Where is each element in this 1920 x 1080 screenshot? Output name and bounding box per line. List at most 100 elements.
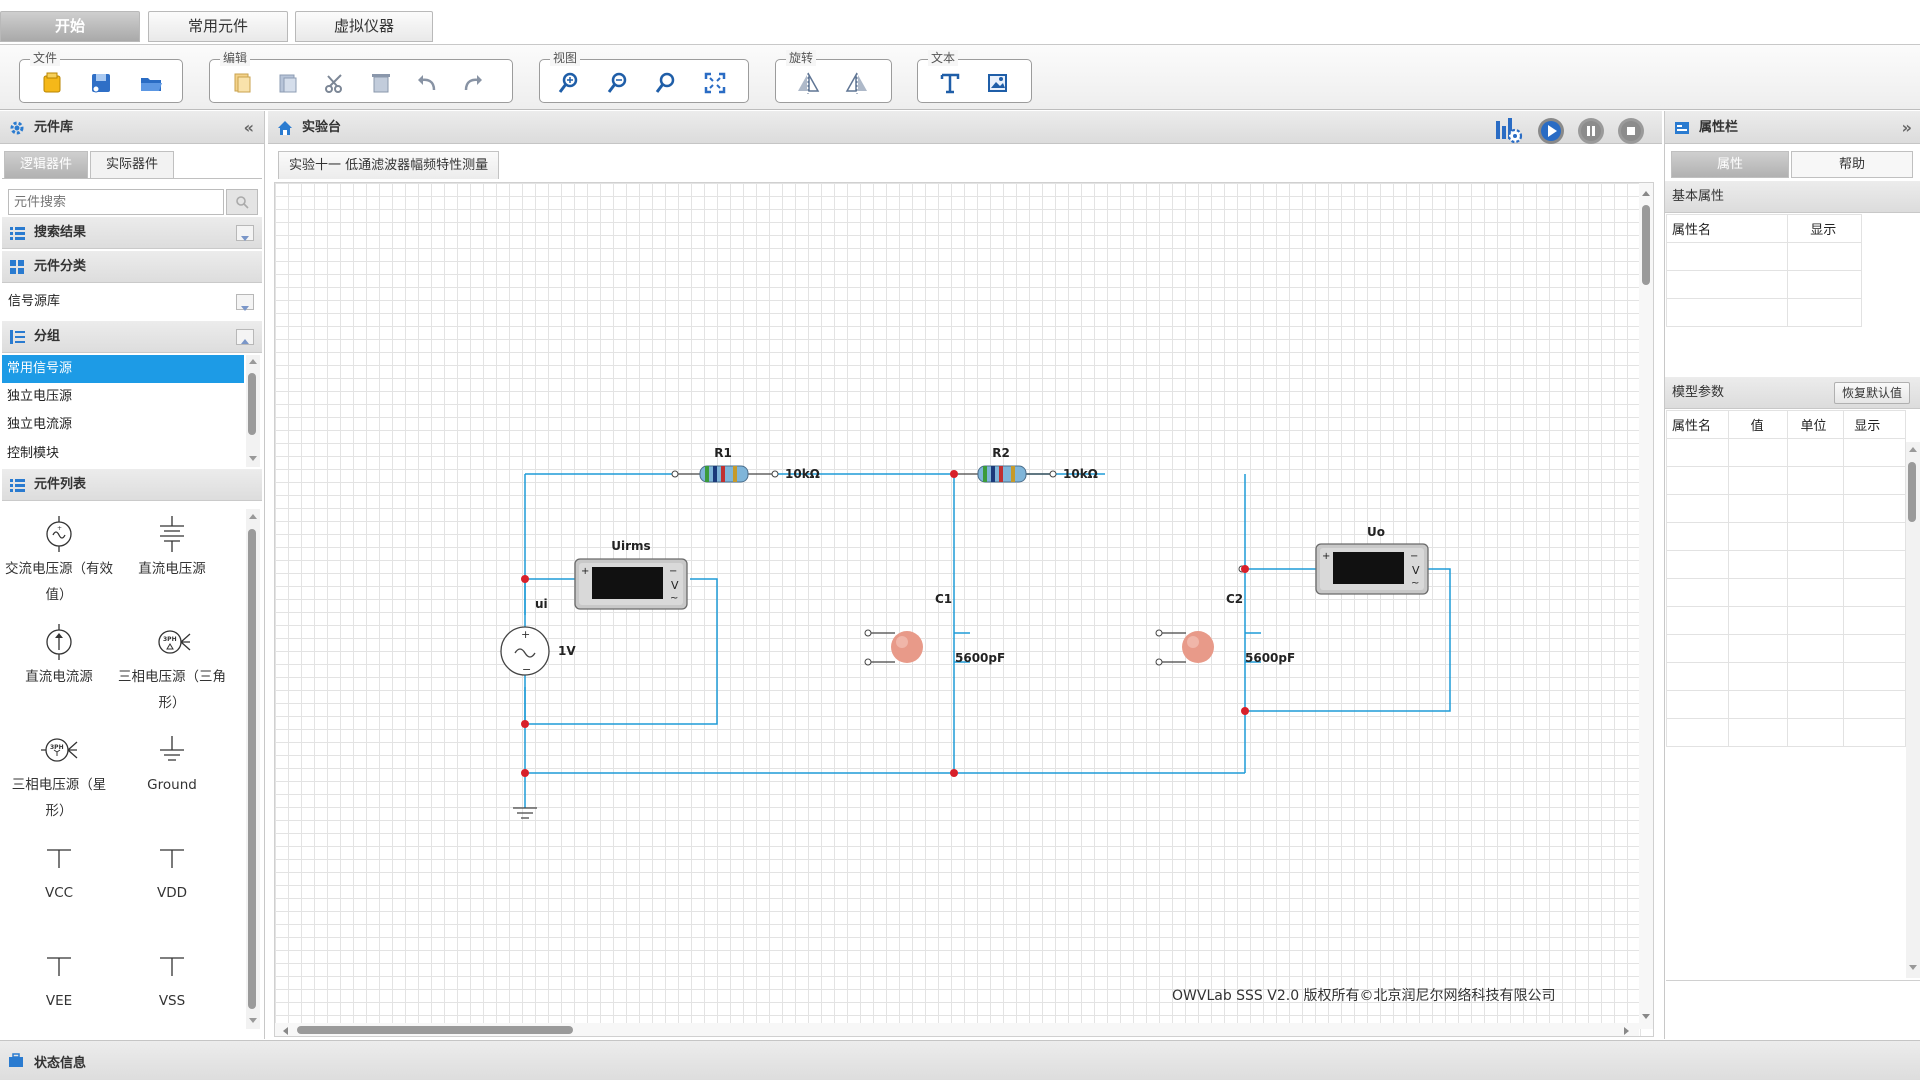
ac-source-ui: + − [500,626,550,676]
tab-real-devices[interactable]: 实际器件 [90,151,174,178]
group-scrollbar[interactable] [246,355,260,467]
component-label: VDD [156,885,188,901]
svg-text:~: ~ [1411,578,1419,589]
component-list-scrollbar[interactable] [246,509,260,1029]
component-list-section: 元件列表 [2,469,262,501]
chevron-up-icon[interactable] [236,329,254,345]
search-button[interactable] [226,189,258,215]
tab-start[interactable]: 开始 [0,11,140,42]
component-dc-current-source[interactable]: 直流电流源 [4,622,114,690]
tab-virtual-instruments[interactable]: 虚拟仪器 [295,11,433,42]
component-vcc[interactable]: VCC [4,838,114,906]
c2-value: 5600pF [1245,651,1295,665]
canvas-vertical-scrollbar[interactable] [1639,183,1653,1029]
tab-common-components[interactable]: 常用元件 [148,11,288,42]
tab-divider [2,178,262,179]
text-icon[interactable] [935,69,965,97]
component-vss[interactable]: VSS [117,946,227,1014]
new-file-icon[interactable] [37,69,67,97]
source-name: ui [535,597,548,611]
three-phase-star-icon: 3PH [41,738,78,762]
delete-icon[interactable] [366,69,396,97]
component-ac-voltage-source[interactable]: + 交流电压源（有效值） [4,514,114,608]
model-params-title: 模型参数 [1672,385,1725,400]
model-params-scrollbar[interactable] [1906,442,1920,978]
zoom-reset-icon[interactable] [651,69,681,97]
voltmeter-uirms: + − V ~ [574,558,688,610]
zoom-in-icon[interactable] [554,69,584,97]
search-icon [236,196,249,209]
component-three-phase-star[interactable]: 3PH 三相电压源（星形） [4,730,114,824]
group-item-control-modules[interactable]: 控制模块 [7,446,60,461]
svg-text:V: V [671,579,679,592]
workbench-panel: 实验台 实验十一 低通滤波器幅频特性测量 [268,111,1662,1039]
capacitor-c1 [864,629,923,666]
search-results-section[interactable]: 搜索结果 [2,217,262,249]
copy-icon[interactable] [227,69,257,97]
file-group: 文件 [19,50,183,103]
component-vee[interactable]: VEE [4,946,114,1014]
circuit-canvas[interactable]: + − ui 1V R1 10kΩ [274,182,1654,1037]
property-panel: 属性栏 » 属性 帮助 基本属性 属性名 显示 模型参数 恢复默认值 属性名 值… [1664,111,1920,1039]
flip-horizontal-icon[interactable] [793,69,823,97]
redo-icon[interactable] [458,69,488,97]
save-icon[interactable] [86,69,116,97]
cut-icon[interactable] [320,69,350,97]
file-group-label: 文件 [30,50,61,66]
tab-help[interactable]: 帮助 [1791,151,1913,178]
flip-vertical-icon[interactable] [842,69,872,97]
pause-icon[interactable] [1577,117,1605,145]
basic-properties-header: 基本属性 [1665,181,1920,213]
capacitor-c2 [1155,629,1214,666]
collapse-right-icon[interactable]: » [1901,118,1912,137]
play-icon[interactable] [1537,117,1565,145]
column-header: 值 [1727,410,1789,439]
gear-icon [10,121,24,135]
copyright-text: OWVLab SSS V2.0 版权所有©北京润尼尔网络科技有限公司 [1172,988,1556,1004]
restore-defaults-button[interactable]: 恢复默认值 [1833,382,1910,404]
model-params-table: 属性名 值 单位 显示 [1666,410,1906,747]
category-select[interactable]: 信号源库 [2,285,262,319]
component-label: 交流电压源（有效值） [5,561,113,603]
stop-icon[interactable] [1617,117,1645,145]
tab-logic-devices[interactable]: 逻辑器件 [4,151,88,178]
chevron-down-icon[interactable] [236,225,254,241]
component-ground[interactable]: Ground [117,730,227,798]
group-section[interactable]: 分组 [2,321,262,353]
category-icon [10,260,24,274]
component-dc-voltage-source[interactable]: 直流电压源 [117,514,227,582]
category-select-value: 信号源库 [8,294,61,309]
group-item-voltage-sources[interactable]: 独立电压源 [7,389,73,404]
zoom-out-icon[interactable] [603,69,633,97]
svg-text:+: + [581,566,589,577]
paste-icon[interactable] [273,69,303,97]
vdd-icon [160,849,184,868]
meter2-name: Uo [1367,525,1385,539]
workbench-title: 实验台 [302,120,342,135]
instrument-settings-icon[interactable] [1493,115,1523,145]
fit-screen-icon[interactable] [700,69,730,97]
property-panel-header: 属性栏 » [1665,111,1920,144]
workbench-header: 实验台 [268,111,1662,144]
source-value: 1V [558,644,576,658]
component-category-title: 元件分类 [34,259,87,274]
wires [524,473,1451,808]
group-item-common-sources[interactable]: 常用信号源 [2,355,244,383]
experiment-tab[interactable]: 实验十一 低通滤波器幅频特性测量 [278,151,500,179]
image-icon[interactable] [983,69,1013,97]
component-search-input[interactable] [9,190,227,214]
component-vdd[interactable]: VDD [117,838,227,906]
open-folder-icon[interactable] [136,69,166,97]
component-library-header: 元件库 « [0,111,264,144]
list-icon [10,227,25,240]
tab-properties[interactable]: 属性 [1671,151,1789,178]
list-icon [10,479,25,492]
chevron-down-icon[interactable] [236,294,254,311]
column-header: 属性名 [1666,410,1729,439]
component-three-phase-delta[interactable]: 3PH 三相电压源（三角形） [117,622,227,716]
collapse-left-icon[interactable]: « [243,118,254,137]
group-item-current-sources[interactable]: 独立电流源 [7,417,73,432]
undo-icon[interactable] [412,69,442,97]
ground-symbol [513,807,537,819]
canvas-horizontal-scrollbar[interactable] [275,1023,1639,1036]
